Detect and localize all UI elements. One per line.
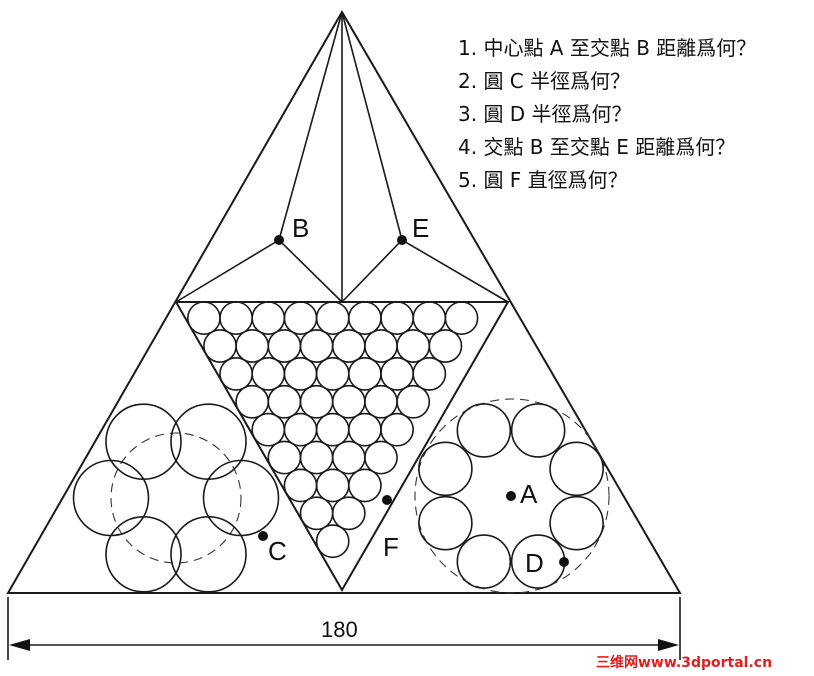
packed-circle [251,356,286,391]
packed-circle [219,356,253,391]
packed-circle [267,384,302,419]
packed-circle [283,468,318,503]
packed-circle [267,329,302,363]
packed-circle [347,468,382,503]
packed-circle [219,301,253,336]
ring-circle-right [456,534,512,589]
packed-circle [251,412,286,447]
packed-circle [235,384,270,419]
outline [6,10,682,594]
dimension-180: 180 [7,597,681,660]
packed-circle [347,301,382,336]
packed-circle [396,384,431,419]
packed-circle [412,356,447,391]
packed-circle [315,468,350,503]
dim-arrow-left [9,639,30,651]
left-fold-lines [175,238,343,303]
packed-circle [299,384,334,419]
question-list: 1. 中心點 A 至交點 B 距離爲何？ 2. 圓 C 半徑爲何？ 3. 圓 D… [458,36,756,192]
label-E: E [412,213,429,243]
packed-circles [186,301,479,559]
right-fold-lines [341,238,509,303]
question-1: 1. 中心點 A 至交點 B 距離爲何？ [458,36,756,60]
packed-circle [283,356,318,391]
packed-circle [347,356,382,391]
question-5: 5. 圓 F 直徑爲何？ [458,168,628,192]
ring-circle-left [105,403,182,481]
packed-circle [428,329,463,363]
right-circle-cluster [414,398,610,594]
packed-circle [331,496,366,531]
point-C [258,531,268,541]
point-E [397,235,407,245]
packed-circle [444,301,479,336]
packed-circle [315,356,350,391]
packed-circle [299,440,334,475]
ring-circle-right [418,495,473,551]
left-circle-cluster [72,403,280,593]
watermark: 三维网www.3dportal.cn [596,654,772,671]
packed-circle [267,440,302,475]
right-dashed-circle [414,398,610,594]
label-D: D [525,548,544,578]
packed-circle [186,301,221,336]
left-dashed-circle [110,432,242,564]
packed-circle [315,301,350,336]
outer-triangle [6,10,682,594]
packed-circle [331,329,366,363]
label-B: B [292,213,309,243]
label-C: C [268,536,287,566]
packed-circle [412,301,447,336]
packed-circle [203,329,237,363]
packed-circle [364,329,398,363]
packed-circle [364,440,398,475]
packed-circle [251,301,286,336]
packed-circle [331,440,366,475]
question-3: 3. 圓 D 半徑爲何？ [458,102,632,126]
packed-circle [380,356,414,391]
point-A [506,491,516,501]
packed-circle [299,496,334,531]
packed-circle [380,301,414,336]
point-F [382,495,392,505]
packed-circle [315,524,350,559]
dim-arrow-right [658,639,679,651]
ring-circle-right [418,441,473,497]
packed-circle [396,329,431,363]
point-D [559,557,569,567]
ring-circle-right [510,403,566,458]
packed-circle [380,412,414,447]
question-4: 4. 交點 B 至交點 E 距離爲何？ [458,135,735,159]
apex-to-E-line [341,11,403,241]
packed-circle [347,412,382,447]
packed-circle [331,384,366,419]
ring-circle-right [549,495,604,551]
question-2: 2. 圓 C 半徑爲何？ [458,69,630,93]
packed-circle [315,412,350,447]
packed-circle [283,301,318,336]
packed-circle [364,384,398,419]
ring-circle-right [456,403,512,458]
ring-circle-left [170,403,247,481]
label-F: F [383,532,399,562]
label-A: A [520,479,538,509]
apex-to-B-line [278,11,343,241]
ring-circle-left [170,515,247,593]
packed-circle [235,329,270,363]
packed-circle [283,412,318,447]
point-B [274,235,284,245]
ring-circle-right [549,441,604,497]
packed-circle [299,329,334,363]
dimension-value: 180 [321,617,358,642]
